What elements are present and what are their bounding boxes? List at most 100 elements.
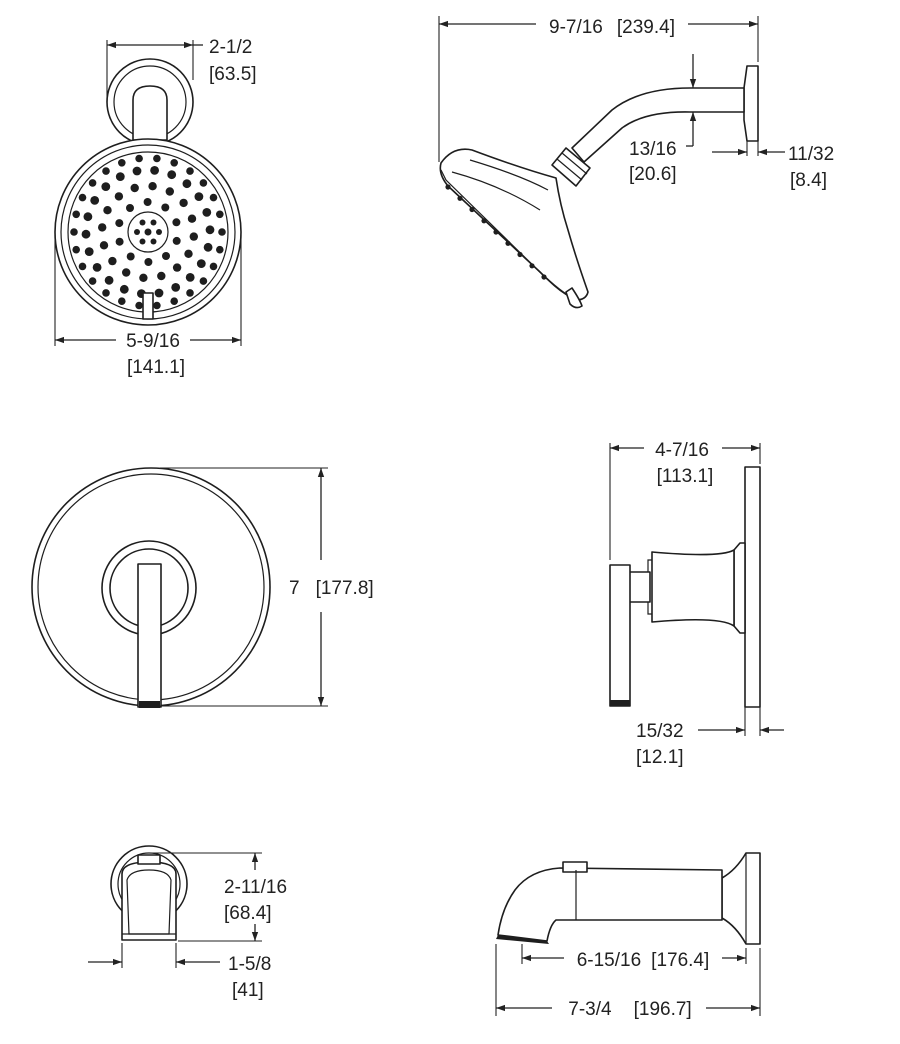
side-spray-nozzle: [517, 251, 523, 258]
projection-dim: 9-7/16[239.4]: [549, 17, 675, 38]
spray-nozzle: [81, 229, 91, 239]
shower-arm: [132, 85, 168, 141]
spray-nozzle: [135, 154, 143, 163]
spray-nozzle: [104, 275, 114, 285]
spray-nozzle: [154, 288, 164, 298]
spray-nozzle: [118, 297, 126, 306]
dim-overall-length: 7-3/4[196.7]: [495, 944, 761, 1020]
spray-nozzle: [205, 225, 215, 235]
spray-nozzle: [172, 263, 182, 272]
dim-head-width: 5-9/16 [141.1]: [54, 235, 242, 378]
side-spray-nozzle: [505, 240, 511, 246]
diverter-knob-front: [137, 854, 161, 865]
spray-nozzle: [118, 159, 126, 167]
outlet-width-mm: [41]: [232, 980, 264, 1001]
dim-arm-width: 2-1/2 [63.5]: [106, 37, 257, 102]
spray-nozzle: [130, 183, 139, 193]
overall-length-mm: [196.7]: [634, 999, 692, 1020]
spray-nozzle: [144, 258, 153, 266]
ball-joint-nut: [551, 147, 591, 187]
spray-nozzle: [122, 268, 131, 277]
dim-projection: 9-7/16[239.4]: [438, 16, 759, 162]
side-spray-nozzle: [457, 195, 463, 201]
side-spray-nozzle: [541, 274, 547, 280]
spray-nozzle: [98, 223, 107, 232]
spray-nozzle: [99, 241, 109, 250]
spray-nozzle: [70, 228, 78, 236]
side-spray-nozzle: [493, 229, 499, 235]
spray-nozzle: [135, 301, 143, 310]
spray-nozzle: [153, 301, 161, 310]
side-spray-lever: [565, 287, 583, 309]
spray-nozzle: [115, 219, 124, 228]
spray-nozzle: [114, 192, 124, 201]
spray-nozzle: [119, 284, 129, 294]
spout-height-in: 2-11/16: [224, 877, 287, 898]
spray-nozzle: [216, 245, 224, 254]
spray-nozzle: [84, 247, 94, 256]
arm-width-in: 2-1/2: [209, 37, 252, 58]
spray-nozzle: [102, 167, 110, 175]
side-spray-nozzle: [481, 218, 487, 224]
valve-trim-front-view: [31, 467, 271, 708]
handle-body: [651, 549, 735, 627]
plate-thickness-mm: [12.1]: [636, 747, 684, 768]
spray-nozzle: [202, 208, 212, 217]
spray-nozzle: [115, 172, 125, 182]
projection-in: 9-7/16: [549, 17, 603, 38]
spray-nozzle: [161, 203, 170, 212]
spray-nozzle: [72, 245, 80, 254]
spray-nozzle: [182, 179, 192, 189]
spray-nozzle: [209, 262, 218, 271]
spray-nozzle: [102, 289, 110, 297]
spray-nozzle: [179, 198, 188, 208]
showerhead-front-view: [54, 58, 242, 326]
spray-nozzle: [186, 289, 194, 297]
spout-height-mm: [68.4]: [224, 903, 272, 924]
dim-plate-diameter: 7[177.8]: [160, 467, 374, 707]
spray-nozzle: [184, 249, 193, 258]
spray-nozzle: [156, 229, 162, 235]
spray-nozzle: [172, 218, 181, 227]
side-escutcheon-plate: [744, 466, 761, 708]
spray-nozzle: [203, 242, 213, 252]
spray-nozzle: [72, 210, 80, 219]
spray-nozzle: [126, 204, 134, 212]
dim-flange-depth: 11/32 [8.4]: [712, 141, 834, 191]
spray-nozzle: [78, 193, 87, 202]
flange-depth-mm: [8.4]: [790, 170, 827, 191]
dim-spout-length: 6-15/16[176.4]: [521, 944, 747, 971]
center-nozzle-ring: [127, 211, 169, 253]
spray-nozzle: [101, 182, 111, 192]
side-spout-flange: [721, 852, 761, 945]
side-spray-nozzle: [529, 263, 535, 269]
outlet-width-in: 1-5/8: [228, 954, 271, 975]
spout-length-in: 6-15/16: [577, 950, 641, 971]
spray-nozzle: [139, 219, 146, 226]
spray-nozzle: [92, 263, 102, 272]
spout-body-front: [121, 861, 177, 941]
spray-nozzle: [170, 159, 178, 167]
spray-nozzle: [126, 252, 135, 261]
spray-nozzle: [199, 277, 208, 285]
spray-nozzle: [143, 198, 152, 206]
spray-nozzle: [167, 170, 177, 180]
arm-drop-mm: [20.6]: [629, 164, 677, 185]
spray-nozzle: [83, 212, 93, 222]
side-lever-handle: [609, 564, 631, 707]
spray-nozzle: [189, 232, 198, 241]
showerhead-side-view: [439, 65, 759, 309]
head-width-mm: [141.1]: [127, 357, 185, 378]
spray-nozzles: [70, 154, 226, 310]
spray-nozzle: [157, 271, 166, 281]
dim-outlet-width: 1-5/8 [41]: [88, 943, 271, 1001]
lever-handle: [137, 563, 162, 708]
spray-nozzle: [196, 259, 206, 268]
diverter-knob-side: [562, 861, 588, 873]
side-spray-nozzle: [469, 206, 475, 213]
spray-nozzle: [115, 237, 124, 246]
arm-width-mm: [63.5]: [209, 64, 257, 85]
arm-drop-in: 13/16: [629, 139, 677, 160]
spray-nozzle: [88, 277, 97, 285]
spray-nozzle: [90, 196, 100, 205]
